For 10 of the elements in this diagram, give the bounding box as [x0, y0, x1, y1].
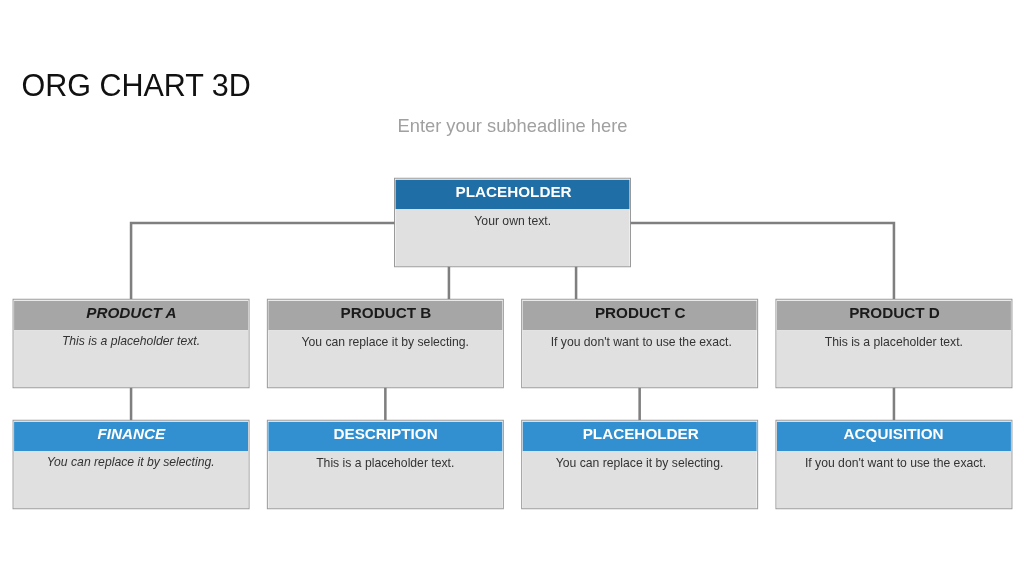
- connector: [129, 221, 394, 299]
- connector: [447, 266, 450, 300]
- connector: [383, 387, 387, 421]
- connector: [574, 266, 577, 300]
- diagram-title: ORG CHART 3D: [20, 67, 251, 102]
- connector: [637, 387, 641, 421]
- connector: [892, 387, 895, 421]
- label: Enter your subheadline here: [397, 114, 627, 136]
- connector: [630, 221, 895, 299]
- connector: [129, 387, 132, 421]
